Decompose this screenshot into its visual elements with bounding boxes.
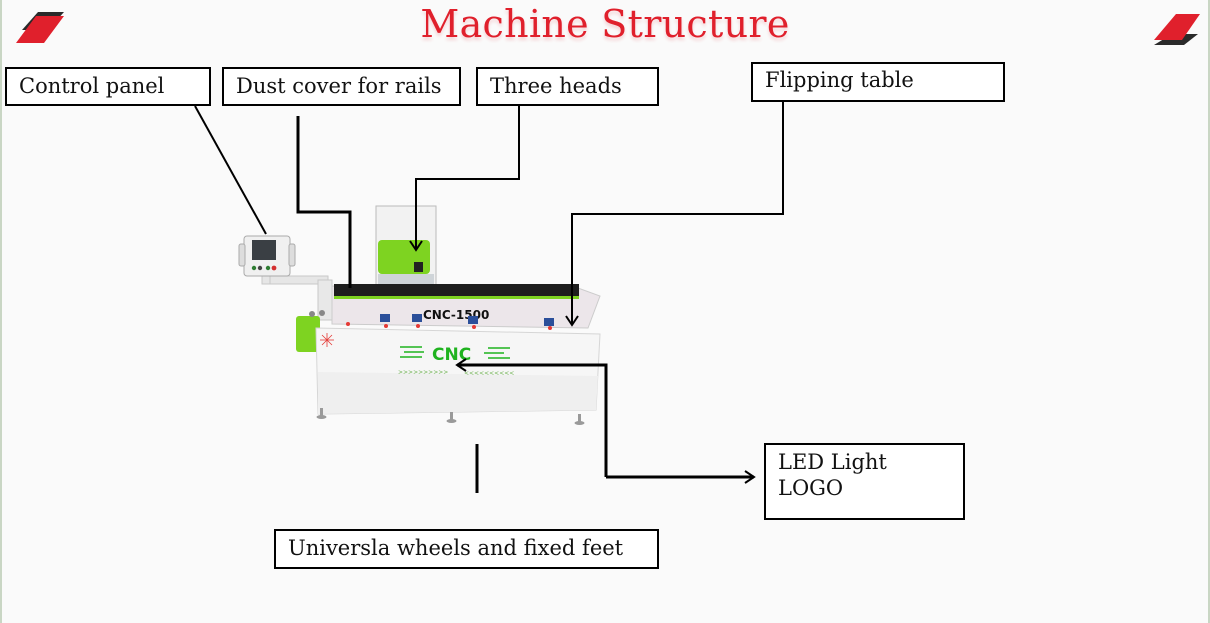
brand-stripe-icon (1154, 14, 1200, 45)
label-dust-cover-text: Dust cover for rails (236, 74, 442, 98)
control-panel-device (238, 235, 296, 277)
label-wheels-feet: Universla wheels and fixed feet (274, 529, 659, 569)
label-flipping-table: Flipping table (751, 62, 1005, 102)
chevrons-left: >>>>>>>>>> (398, 369, 448, 376)
connector-flipping-table (565, 102, 784, 327)
page-title: Machine Structure (420, 2, 790, 46)
label-led-light-logo: LED Light LOGO (764, 443, 965, 520)
label-control-panel: Control panel (5, 67, 211, 106)
brand-sun-logo (320, 333, 334, 347)
machine-feet (316, 408, 585, 425)
dust-cover-rail (334, 284, 579, 296)
connector-led-logo-left (455, 358, 608, 477)
clamps (380, 314, 554, 326)
label-flipping-table-text: Flipping table (765, 68, 914, 92)
label-dust-cover: Dust cover for rails (222, 67, 461, 106)
label-three-heads-text: Three heads (490, 74, 622, 98)
brand-stripe-icon (16, 12, 64, 43)
label-wheels-feet-text: Universla wheels and fixed feet (288, 536, 624, 560)
chevrons-right: <<<<<<<<<< (464, 370, 514, 377)
label-logo-text: LOGO (778, 476, 844, 500)
connector-dust-cover (296, 116, 352, 288)
label-three-heads: Three heads (476, 67, 659, 106)
connector-three-heads (409, 106, 520, 252)
label-control-panel-text: Control panel (19, 74, 165, 98)
connector-control-panel (194, 105, 267, 235)
label-led-light-text: LED Light (778, 450, 887, 474)
